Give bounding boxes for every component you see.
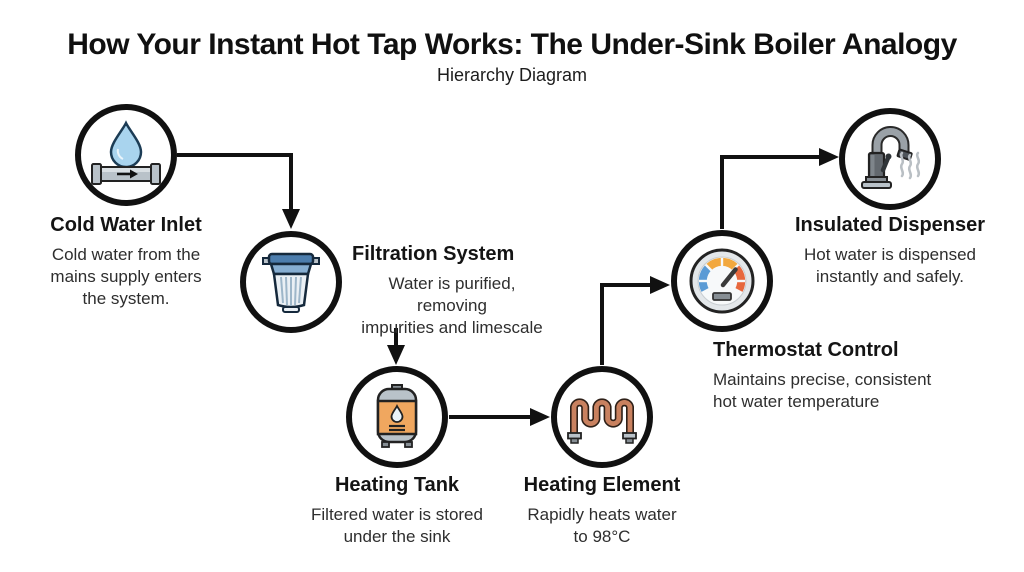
gauge-window (712, 292, 732, 301)
node-circle-cold-water-inlet (75, 104, 177, 206)
node-description: Cold water from the mains supply enters … (50, 245, 202, 308)
node-label: Cold Water Inlet (50, 214, 202, 236)
connector-element-to-thermostat (600, 283, 651, 365)
water-filter-icon (262, 252, 320, 313)
steam-lines (899, 151, 921, 180)
node-circle-filtration-system (240, 231, 342, 333)
gauge-needle (720, 267, 738, 288)
page-subtitle: Hierarchy Diagram (436, 65, 588, 85)
coil-pin-left (570, 437, 579, 444)
connector-thermostat-to-dispenser (720, 155, 820, 229)
arrowhead-dispenser (819, 148, 839, 166)
node-text-filtration-system: Filtration System Water is purified, rem… (352, 243, 552, 339)
tank-foot-right (404, 441, 413, 448)
filter-cap (267, 252, 315, 266)
flow-arrow-head (130, 169, 138, 179)
node-label: Filtration System (352, 243, 515, 265)
node-description: Rapidly heats water to 98°C (527, 505, 677, 546)
node-circle-insulated-dispenser (839, 108, 941, 210)
node-label: Heating Tank (334, 474, 460, 496)
tap-body-highlight (870, 155, 875, 177)
arrowhead-filtration (282, 209, 300, 229)
node-label: Thermostat Control (713, 339, 899, 361)
temperature-gauge-icon (689, 248, 755, 314)
tap-base-lower (861, 181, 892, 189)
node-label: Insulated Dispenser (794, 214, 986, 236)
droplet-highlight (116, 148, 124, 160)
arrowhead-tank (387, 345, 405, 365)
arrowhead-thermostat (650, 276, 670, 294)
water-droplet (109, 120, 143, 169)
page-title: How Your Instant Hot Tap Works: The Unde… (67, 28, 957, 61)
coil-pin-right (625, 437, 634, 444)
arrowhead-element (530, 408, 550, 426)
gauge-arc-blue (698, 265, 712, 292)
node-text-insulated-dispenser: Insulated Dispenser Hot water is dispens… (778, 214, 1002, 288)
node-text-cold-water-inlet: Cold Water Inlet Cold water from the mai… (16, 214, 236, 310)
node-description: Filtered water is stored under the sink (311, 505, 483, 546)
filter-base (282, 306, 300, 313)
node-text-heating-element: Heating Element Rapidly heats water to 9… (492, 474, 712, 548)
tank-foot-left (381, 441, 390, 448)
node-label: Heating Element (523, 474, 681, 496)
pipe-flange-right (150, 163, 161, 185)
spout (873, 128, 908, 155)
tank-droplet (390, 403, 404, 423)
filter-ridges (280, 276, 302, 306)
tap-handle (880, 155, 891, 173)
node-circle-thermostat-control (671, 230, 773, 332)
boiler-tank-icon (376, 384, 418, 448)
filter-collar (269, 262, 313, 276)
node-description: Hot water is dispensed instantly and saf… (804, 245, 976, 286)
node-text-thermostat-control: Thermostat Control Maintains precise, co… (713, 339, 973, 413)
node-description: Water is purified, removing impurities a… (361, 274, 543, 337)
node-circle-heating-tank (346, 366, 448, 468)
heating-coil-icon (567, 398, 637, 444)
connector-cold-water-to-filtration (177, 153, 293, 210)
coil-outline (570, 398, 634, 433)
water-droplet-pipe-icon (91, 120, 161, 185)
coil-terminal-right (622, 432, 637, 440)
node-description: Maintains precise, consistent hot water … (713, 370, 932, 411)
hot-tap-icon (861, 126, 921, 189)
tap-handle-knob (885, 153, 892, 160)
coil-terminal-left (567, 432, 582, 440)
node-circle-heating-element (551, 366, 653, 468)
node-text-heating-tank: Heating Tank Filtered water is stored un… (287, 474, 507, 548)
pipe-flange-left (91, 163, 102, 185)
pipe-highlight (100, 168, 152, 172)
coil-tube (571, 399, 633, 433)
